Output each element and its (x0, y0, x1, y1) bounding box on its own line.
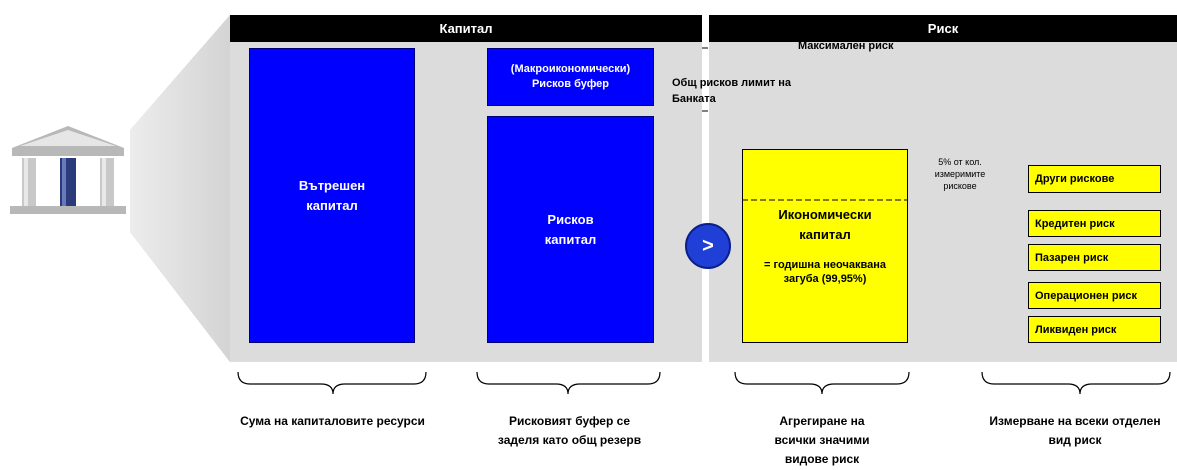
caption-risk-buffer: Рисковият буфер се заделя като общ резер… (497, 414, 642, 447)
credit-risk-item: Кредитен риск (1028, 210, 1161, 237)
other-risks-item: Други рискове (1028, 165, 1161, 193)
bank-limit-label: Общ рисков лимит на Банката (672, 77, 792, 105)
caption-capital-sum: Сума на капиталовите ресурси (240, 414, 425, 428)
economic-dashed-line (742, 199, 908, 201)
caption-aggregation: Агрегиране на всички значими видове риск (774, 414, 870, 466)
caption-measurement: Измерване на всеки отделен вид риск (989, 414, 1161, 447)
risk-capital-label: Рисков капитал (544, 211, 597, 247)
header-capital: Капитал (230, 15, 702, 42)
bottom-braces (237, 371, 1171, 395)
five-percent-note: 5% от кол. измеримите рискове (934, 157, 986, 191)
header-risk: Риск (709, 15, 1177, 42)
risk-buffer-label: (Макроикономически) Рисков буфер (510, 63, 631, 90)
internal-capital-label: Вътрешен капитал (298, 177, 366, 213)
operational-risk-item: Операционен риск (1028, 282, 1161, 309)
risk-buffer-box: (Макроикономически) Рисков буфер (487, 48, 654, 106)
bank-icon (10, 126, 126, 214)
internal-capital-box: Вътрешен капитал (249, 48, 415, 343)
economic-capital-desc: = годишна неочаквана загуба (99,95%) (764, 259, 886, 285)
economic-capital-box (742, 149, 908, 343)
economic-capital-title: Икономически капитал (778, 207, 872, 242)
market-risk-item: Пазарен риск (1028, 244, 1161, 271)
risk-capital-box: Рисков капитал (487, 116, 654, 343)
max-risk-label: Максимален риск (798, 40, 894, 52)
liquidity-risk-item: Ликвиден риск (1028, 316, 1161, 343)
greater-than-circle: > (685, 223, 731, 269)
